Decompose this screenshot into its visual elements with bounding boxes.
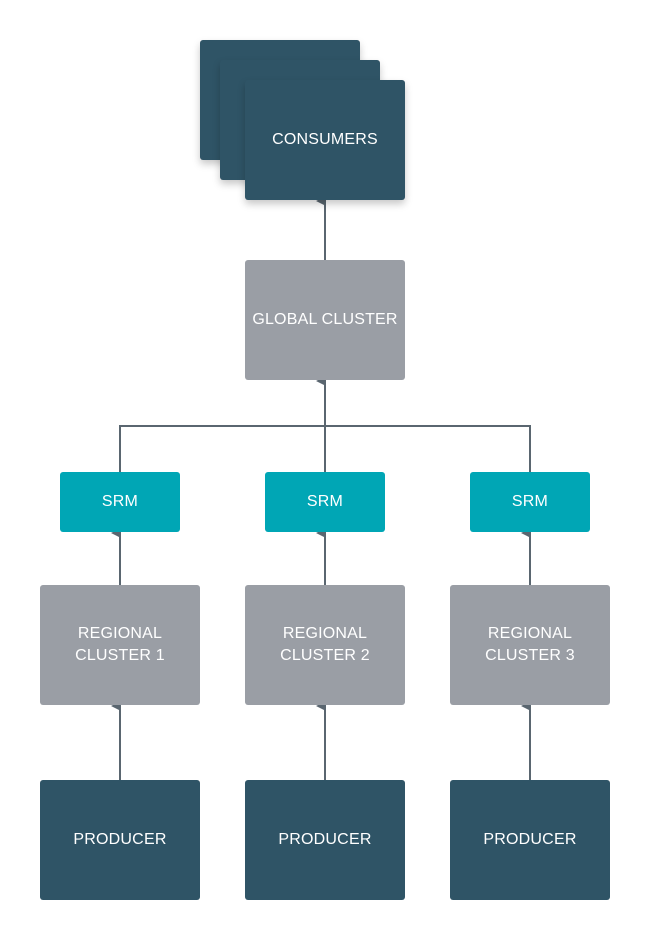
global-cluster-node: GLOBAL CLUSTER: [245, 260, 405, 380]
regional-cluster-node-2: REGIONAL CLUSTER 2: [245, 585, 405, 705]
producer-label-3: PRODUCER: [483, 831, 577, 848]
srm-node-3: SRM: [470, 472, 590, 532]
producer-node-3: PRODUCER: [450, 780, 610, 900]
producer-label-1: PRODUCER: [73, 831, 167, 848]
producer-label-2: PRODUCER: [278, 831, 372, 848]
global-cluster-label: GLOBAL CLUSTER: [252, 311, 398, 328]
regional-cluster-label-2: REGIONAL CLUSTER 2: [280, 625, 370, 664]
srm-node-1: SRM: [60, 472, 180, 532]
regional-cluster-node-3: REGIONAL CLUSTER 3: [450, 585, 610, 705]
regional-cluster-label-3: REGIONAL CLUSTER 3: [485, 625, 575, 664]
srm-node-2: SRM: [265, 472, 385, 532]
producer-node-2: PRODUCER: [245, 780, 405, 900]
srm-label-1: SRM: [101, 493, 139, 510]
regional-cluster-node-1: REGIONAL CLUSTER 1: [40, 585, 200, 705]
regional-cluster-label-1: REGIONAL CLUSTER 1: [75, 625, 165, 664]
srm-label-3: SRM: [511, 493, 549, 510]
producer-node-1: PRODUCER: [40, 780, 200, 900]
consumers-node: CONSUMERS: [245, 80, 405, 200]
consumers-label: CONSUMERS: [272, 131, 378, 148]
srm-label-2: SRM: [306, 493, 344, 510]
